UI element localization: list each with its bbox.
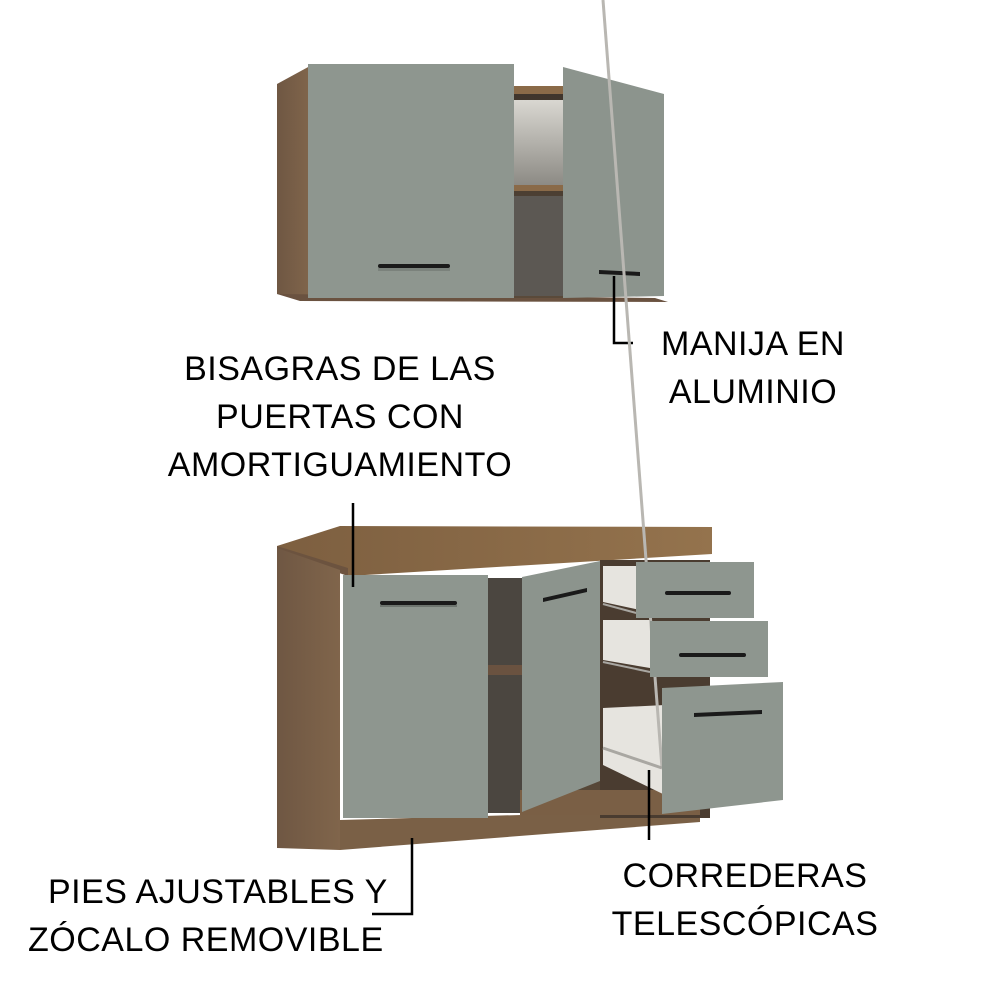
pies-label: PIES AJUSTABLES Y ZÓCALO REMOVIBLE — [28, 868, 388, 964]
drawer-top-handle — [665, 591, 731, 595]
manija-label-line-1: MANIJA EN — [661, 325, 845, 363]
correderas-label-line-1: CORREDERAS — [622, 857, 868, 895]
drawer-bottom-handle — [694, 710, 762, 717]
lower-middle-door-handle — [543, 588, 587, 602]
upper-left-handle — [378, 264, 450, 268]
pies-callout-line — [372, 838, 414, 916]
manija-label-line-2: ALUMINIO — [668, 373, 838, 411]
upper-right-door — [563, 67, 664, 298]
upper-left-door — [308, 64, 514, 298]
drawer-bottom-front — [662, 682, 783, 814]
correderas-label: CORREDERAS TELESCÓPICAS — [600, 852, 890, 948]
drawer-top-front — [636, 562, 754, 618]
drawer-middle-box — [603, 620, 650, 668]
manija-label: MANIJA EN ALUMINIO — [648, 320, 858, 416]
upper-right-handle — [599, 270, 640, 276]
bisagras-label-line-2: PUERTAS CON — [216, 398, 464, 436]
bisagras-label-line-3: AMORTIGUAMIENTO — [167, 446, 513, 484]
manija-callout-line — [612, 276, 633, 345]
plinth — [340, 810, 700, 850]
lower-left-door-handle — [380, 601, 457, 605]
worktop — [277, 526, 712, 576]
drawer-top-box — [603, 566, 640, 610]
telescopic-slide — [602, 746, 663, 770]
pies-label-line-1: PIES AJUSTABLES Y — [48, 873, 388, 911]
bisagras-label: BISAGRAS DE LAS PUERTAS CON AMORTIGUAMIE… — [150, 345, 530, 489]
upper-cabinet — [277, 64, 668, 302]
lower-cabinet — [277, 0, 783, 850]
drawer-middle-front — [650, 621, 768, 677]
bisagras-label-line-1: BISAGRAS DE LAS — [184, 350, 496, 388]
correderas-label-line-2: TELESCÓPICAS — [611, 905, 879, 943]
pies-label-line-2: ZÓCALO REMOVIBLE — [28, 921, 384, 959]
lower-left-door — [343, 575, 488, 818]
drawer-middle-handle — [679, 653, 746, 657]
lower-middle-door — [522, 561, 600, 812]
